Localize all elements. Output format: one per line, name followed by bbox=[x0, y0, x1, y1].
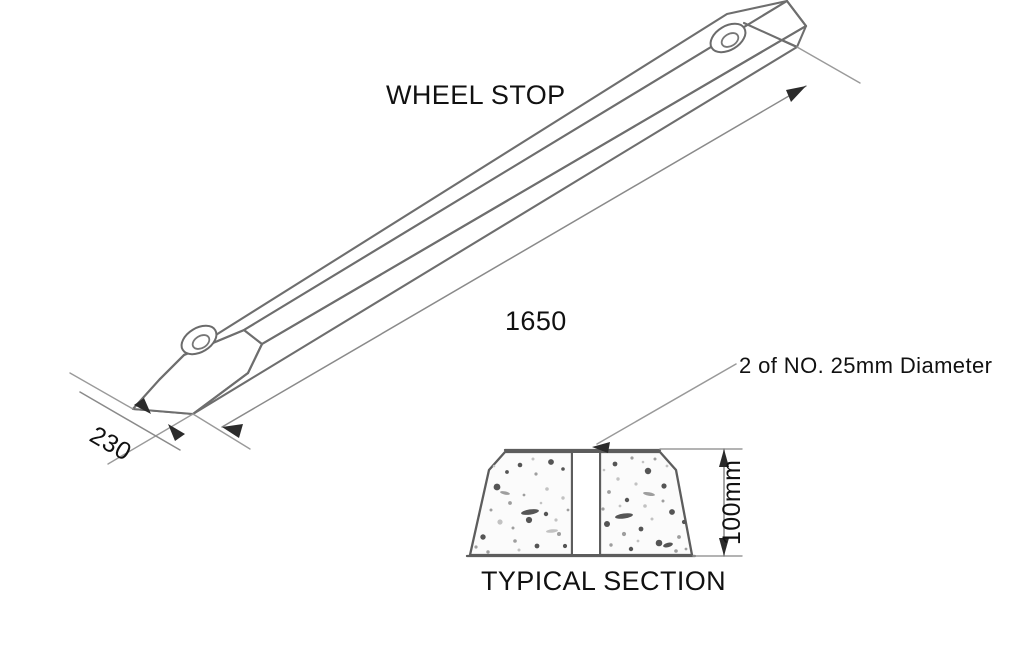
hole-note-arrow bbox=[592, 442, 610, 453]
annotation-hole-note: 2 of NO. 25mm Diameter bbox=[592, 353, 992, 453]
dim-230-arrow-start bbox=[134, 398, 151, 414]
wheel-stop-near-end-bottom-crease bbox=[191, 371, 250, 416]
wheel-stop-end-face-far bbox=[742, 0, 808, 49]
dim-100mm-arrow-top bbox=[719, 449, 729, 467]
bolt-hole-far bbox=[709, 22, 747, 54]
typical-section-view: TYPICAL SECTION bbox=[465, 448, 726, 596]
dim-100mm-label: 100mm bbox=[718, 460, 746, 545]
wheel-stop-side-crease bbox=[260, 24, 808, 346]
page-title: WHEEL STOP bbox=[386, 80, 566, 110]
bolt-hole-icon-near-inner bbox=[191, 334, 211, 350]
dim-1650-extension-near bbox=[192, 413, 251, 450]
section-bolt-hole-slot bbox=[571, 451, 601, 556]
dim-230-extension-bottom bbox=[107, 413, 194, 465]
dim-1650-arrow-near bbox=[222, 424, 243, 438]
dimension-height-100mm: 100mm bbox=[659, 448, 746, 557]
section-hatch-left bbox=[474, 457, 570, 554]
section-profile-right bbox=[598, 450, 694, 557]
dim-1650-line bbox=[221, 85, 807, 428]
dim-230-extension-top bbox=[69, 372, 134, 410]
dim-230-arrow-end bbox=[168, 424, 185, 441]
section-profile-left bbox=[468, 450, 574, 557]
bolt-hole-near bbox=[180, 324, 218, 356]
dim-230-line bbox=[79, 391, 181, 451]
dim-230-label: 230 bbox=[85, 421, 136, 467]
dim-1650-label: 1650 bbox=[505, 306, 567, 336]
section-caption: TYPICAL SECTION bbox=[481, 566, 726, 596]
wheel-stop-near-end-crease bbox=[158, 353, 186, 381]
wheel-stop-near-end-crease-2 bbox=[246, 342, 264, 375]
wheel-stop-isometric-view bbox=[131, 0, 808, 416]
bolt-hole-icon-far-inner bbox=[720, 32, 740, 48]
wheel-stop-top-face bbox=[182, 0, 789, 357]
dim-1650-arrow-far bbox=[786, 86, 806, 102]
hole-note-leader-line bbox=[596, 363, 737, 445]
section-hatch-right bbox=[601, 456, 688, 553]
dim-1650-extension-far bbox=[796, 46, 861, 84]
hole-note-label: 2 of NO. 25mm Diameter bbox=[739, 353, 992, 378]
dim-100mm-arrow-bottom bbox=[719, 538, 729, 556]
dimension-length-1650: 1650 bbox=[192, 46, 861, 450]
